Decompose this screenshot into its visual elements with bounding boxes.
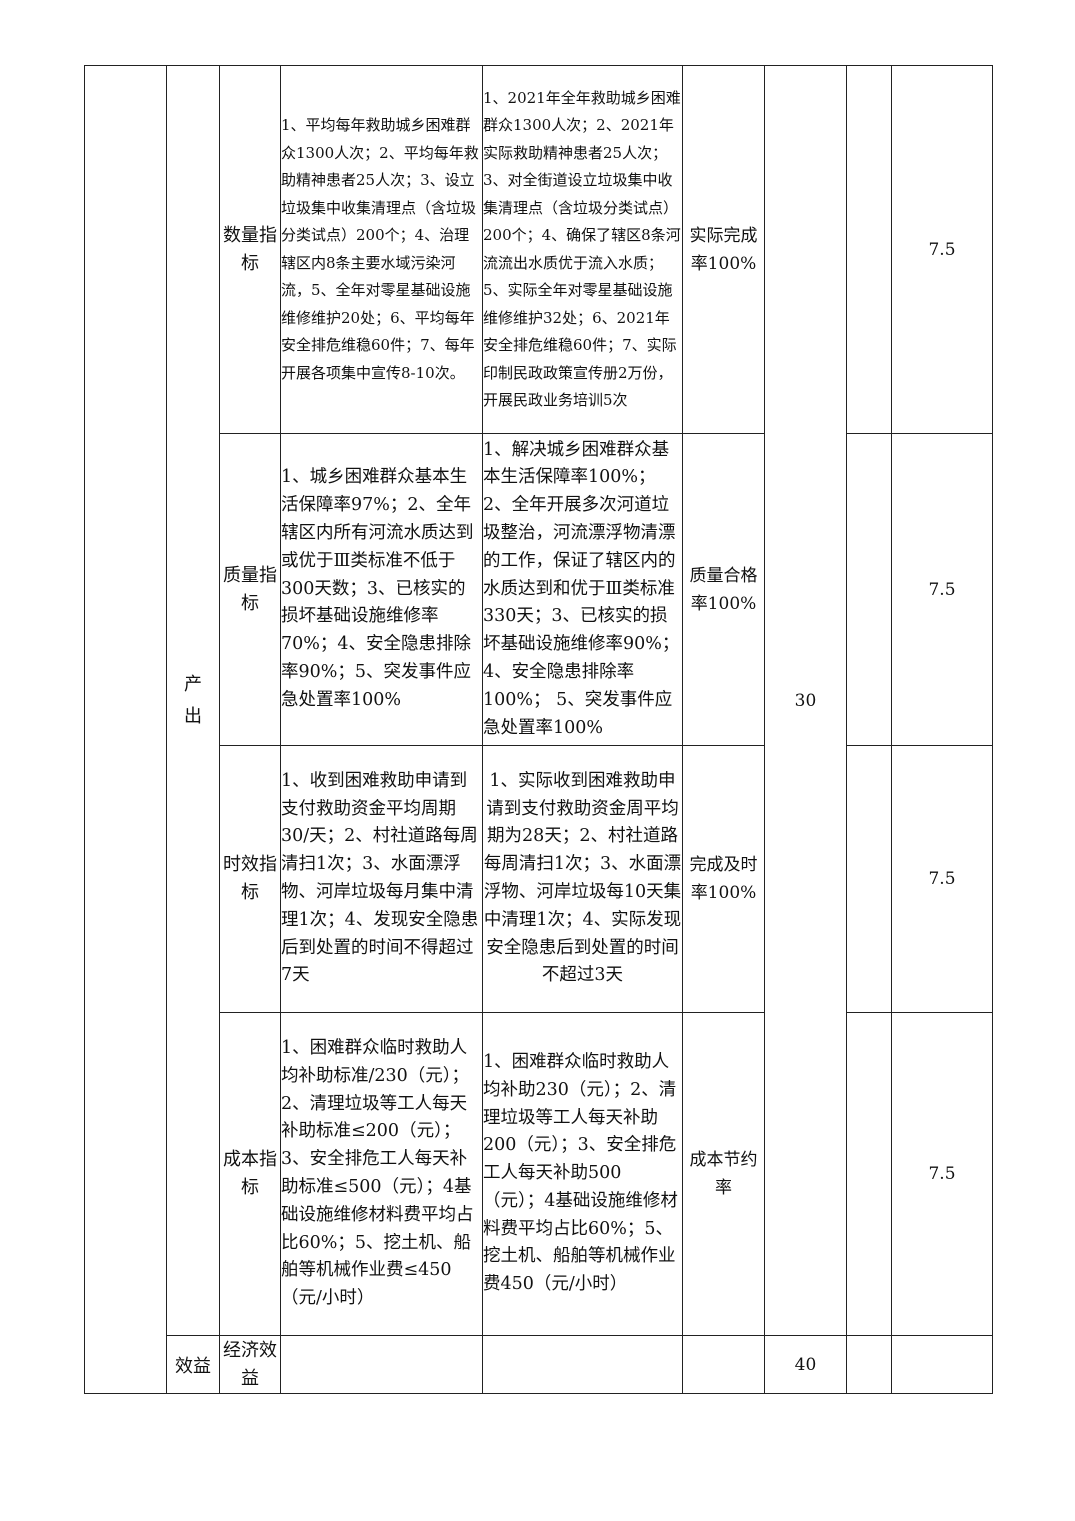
- score-value: 7.5: [891, 433, 993, 746]
- level2-indicator: 质量指标: [219, 433, 281, 746]
- performance-table: 产出 数量指标 1、平均每年救助城乡困难群众1300人次；2、平均每年救助精神患…: [84, 65, 993, 1394]
- empty-cell: [846, 745, 892, 1013]
- score-value: 7.5: [891, 65, 993, 434]
- empty-cell: [846, 1012, 892, 1336]
- level1-indicator-benefit: 效益: [166, 1335, 220, 1394]
- level1-label: 产出: [184, 673, 202, 727]
- score-value: [891, 1335, 993, 1394]
- level2-indicator: 数量指标: [219, 65, 281, 434]
- empty-cell: [846, 433, 892, 746]
- level2-indicator: 时效指标: [219, 745, 281, 1013]
- weight-benefit: 40: [764, 1335, 847, 1394]
- result-value: 完成及时率100%: [682, 745, 765, 1013]
- empty-cell: [846, 65, 892, 434]
- result-value: 质量合格率100%: [682, 433, 765, 746]
- actual-value: 1、2021年全年救助城乡困难群众1300人次；2、2021年实际救助精神患者2…: [482, 65, 683, 434]
- target-value: 1、收到困难救助申请到支付救助资金平均周期30/天；2、村社道路每周清扫1次；3…: [280, 745, 483, 1013]
- target-value: 1、平均每年救助城乡困难群众1300人次；2、平均每年救助精神患者25人次；3、…: [280, 65, 483, 434]
- table-row: 质量指标 1、城乡困难群众基本生活保障率97%；2、全年辖区内所有河流水质达到或…: [85, 433, 993, 746]
- level1-indicator-output: 产出: [166, 65, 220, 1336]
- table-row: 产出 数量指标 1、平均每年救助城乡困难群众1300人次；2、平均每年救助精神患…: [84, 65, 993, 1394]
- level2-indicator: 经济效益: [219, 1335, 281, 1394]
- table-row: 效益 经济效益 40: [85, 1335, 993, 1394]
- result-value: [682, 1335, 765, 1394]
- weight-output: 30: [764, 65, 847, 1336]
- empty-cell: [846, 1335, 892, 1394]
- result-value: 实际完成率100%: [682, 65, 765, 434]
- target-value: 1、城乡困难群众基本生活保障率97%；2、全年辖区内所有河流水质达到或优于Ⅲ类标…: [280, 433, 483, 746]
- blank-first-column: [84, 65, 167, 1394]
- target-value: 1、困难群众临时救助人均补助标准/230（元）；2、清理垃圾等工人每天补助标准≤…: [280, 1012, 483, 1336]
- score-value: 7.5: [891, 1012, 993, 1336]
- level2-indicator: 成本指标: [219, 1012, 281, 1336]
- target-value: [280, 1335, 483, 1394]
- result-value: 成本节约率: [682, 1012, 765, 1336]
- score-value: 7.5: [891, 745, 993, 1013]
- table-row: 成本指标 1、困难群众临时救助人均补助标准/230（元）；2、清理垃圾等工人每天…: [85, 1012, 993, 1336]
- actual-value: 1、困难群众临时救助人均补助230（元）；2、清理垃圾等工人每天补助200（元）…: [482, 1012, 683, 1336]
- table-row: 时效指标 1、收到困难救助申请到支付救助资金平均周期30/天；2、村社道路每周清…: [85, 745, 993, 1013]
- actual-value: [482, 1335, 683, 1394]
- actual-value: 1、实际收到困难救助申请到支付救助资金周平均期为28天；2、村社道路每周清扫1次…: [482, 745, 683, 1013]
- actual-value: 1、解决城乡困难群众基本生活保障率100%；2、全年开展多次河道垃圾整治，河流漂…: [482, 433, 683, 746]
